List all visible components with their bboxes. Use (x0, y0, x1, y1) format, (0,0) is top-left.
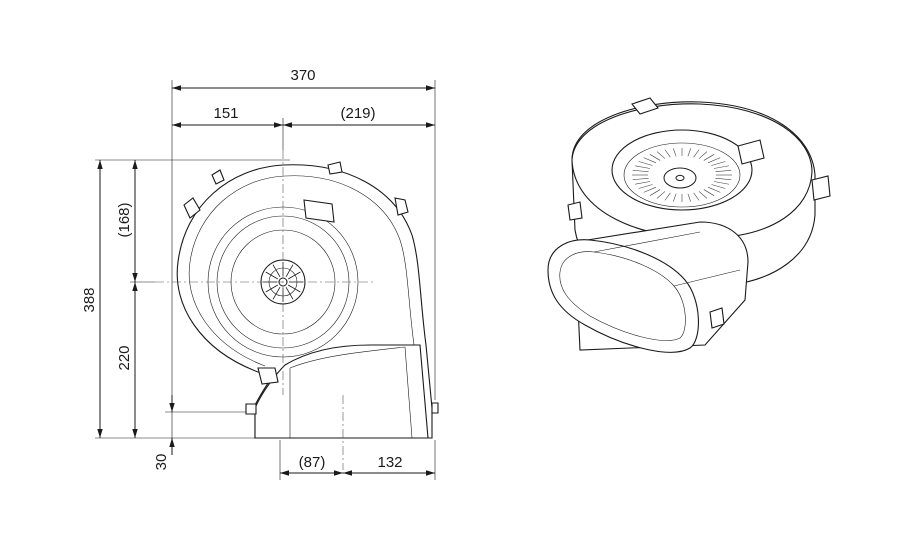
impeller-blade (287, 271, 301, 280)
iso-impeller-blade (693, 149, 700, 158)
iso-impeller-blade (703, 189, 715, 196)
mount-tab-left (183, 197, 201, 219)
iso-impeller-blade (713, 165, 730, 169)
iso-impeller-blade (632, 170, 649, 172)
iso-impeller-blade (693, 192, 700, 201)
iso-impeller-blade (711, 161, 726, 166)
iso-duct-top-edge (593, 231, 701, 253)
dim-outlet-left: (87) (299, 454, 326, 471)
impeller-blade (285, 264, 294, 278)
iso-impeller-blade (638, 161, 653, 166)
dimensions: 370 151 (219) 388 (168) 220 30 (87) 132 (81, 67, 436, 480)
outlet-clip (245, 403, 257, 415)
housing-inner-edge (188, 175, 415, 367)
dim-overall-width: 370 (290, 67, 315, 84)
impeller-blade (272, 286, 281, 300)
mount-tab-top (327, 161, 343, 175)
iso-outlet-opening (547, 239, 699, 353)
iso-side-tab (811, 175, 831, 201)
iso-duct-side-edge (673, 269, 741, 287)
iso-left-tab (567, 201, 583, 221)
dim-right-width: (219) (340, 105, 375, 122)
dim-upper-height: (168) (116, 202, 133, 237)
iso-impeller-blade (632, 178, 649, 180)
iso-impeller-blade (707, 186, 721, 193)
impeller-blade (265, 284, 279, 293)
iso-impeller-blade (698, 191, 708, 199)
iso-impeller-blade (649, 154, 661, 161)
dim-left-width: 151 (213, 105, 238, 122)
iso-impeller-blade (673, 148, 677, 157)
mount-tab-bottom (257, 367, 279, 385)
iso-impeller-blade (664, 192, 671, 201)
impeller-blade (272, 264, 281, 278)
iso-impeller-blade (707, 157, 721, 164)
dim-lower-height: 220 (116, 345, 133, 370)
outlet-clip-right (431, 402, 439, 414)
iso-impeller-blade (656, 151, 666, 159)
iso-impeller-blade (687, 148, 691, 157)
iso-impeller-blade (649, 189, 661, 196)
dim-outlet-right: 132 (377, 454, 402, 471)
iso-inlet-opening (611, 129, 753, 211)
iso-shaft (675, 174, 685, 182)
iso-top-tab (631, 97, 659, 115)
front-view (155, 150, 439, 470)
iso-impeller-blade (634, 181, 651, 185)
iso-impeller-blade (715, 170, 732, 172)
iso-connector-box (737, 139, 765, 165)
iso-impeller-hub (663, 167, 697, 189)
iso-impeller-blades (632, 148, 732, 202)
iso-impeller-blade (687, 193, 691, 202)
dim-overall-height: 388 (81, 287, 98, 312)
impeller-blade (285, 286, 294, 300)
mount-tab-top-left (211, 169, 225, 185)
mount-tab-right (394, 197, 409, 216)
iso-impeller-blade (656, 191, 666, 199)
iso-impeller-blade (638, 184, 653, 189)
iso-impeller-blade (643, 157, 657, 164)
dim-outlet-offset: 30 (153, 454, 170, 471)
iso-impeller-blade (713, 181, 730, 185)
iso-impeller-blade (643, 186, 657, 193)
iso-impeller-blade (715, 178, 732, 180)
impeller-blade (265, 271, 279, 280)
isometric-view (547, 97, 831, 353)
iso-impeller-blade (703, 154, 715, 161)
iso-outlet-inner (559, 251, 686, 341)
iso-impeller-blade (711, 184, 726, 189)
duct-edge-right (404, 346, 413, 439)
iso-impeller-blade (664, 149, 671, 158)
duct-top-edge (289, 346, 406, 369)
iso-inlet-inner (623, 142, 741, 208)
iso-impeller-blade (634, 165, 651, 169)
iso-impeller-blade (698, 151, 708, 159)
iso-duct-clip (709, 307, 725, 329)
iso-impeller-blade (673, 193, 677, 202)
connector-box (303, 199, 335, 223)
impeller-blade (287, 284, 301, 293)
